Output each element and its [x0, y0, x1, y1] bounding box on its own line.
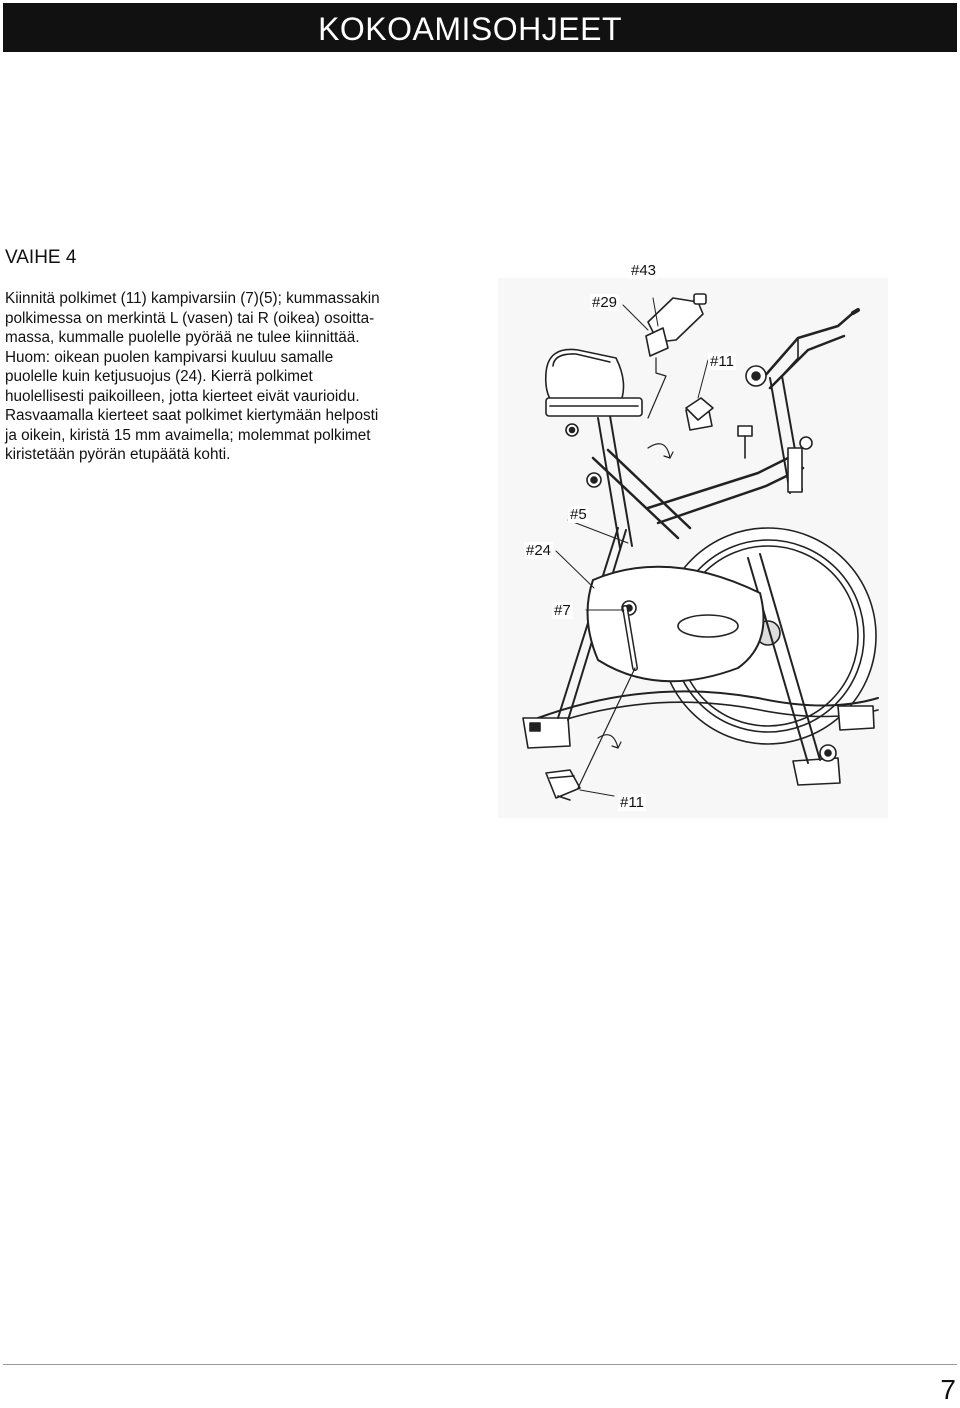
callout-5: #5 — [568, 506, 589, 523]
callout-7: #7 — [552, 602, 573, 619]
instruction-line: puolelle kuin ketjusuojus (24). Kierrä p… — [5, 368, 313, 385]
instruction-line: Rasvaamalla kierteet saat polkimet kiert… — [5, 407, 379, 424]
page-number: 7 — [940, 1374, 956, 1405]
page-header-bar: KOKOAMISOHJEET — [3, 3, 957, 52]
callout-11-bottom: #11 — [618, 794, 646, 811]
page-title: KOKOAMISOHJEET — [318, 11, 622, 47]
callout-11-top: #11 — [708, 353, 736, 370]
callout-29: #29 — [590, 294, 620, 311]
instruction-line: huolellisesti paikoilleen, jotta kiertee… — [5, 387, 360, 405]
instruction-line: kiristetään pyörän etupäätä kohti. — [5, 446, 231, 463]
instruction-line: massa, kummalle puolelle pyörää ne tulee… — [5, 329, 360, 346]
footer-divider — [3, 1364, 957, 1365]
instructions-text: Kiinnitä polkimet (11) kampivarsiin (7)(… — [5, 289, 475, 465]
instruction-line: Kiinnitä polkimet (11) kampivarsiin (7)(… — [5, 290, 380, 307]
instruction-line: Huom: oikean puolen kampivarsi kuuluu sa… — [5, 348, 334, 366]
callout-24: #24 — [524, 542, 554, 559]
instruction-line: ja oikein, kiristä 15 mm avaimella; mole… — [5, 426, 371, 444]
step-title: VAIHE 4 — [5, 247, 77, 268]
instruction-line: polkimessa on merkintä L (vasen) tai R (… — [5, 309, 375, 327]
callout-43: #43 — [629, 262, 659, 279]
bike-illustration — [498, 278, 888, 818]
exercise-bike-diagram: #43 #29 #11 #5 #24 #7 #11 — [498, 258, 898, 823]
